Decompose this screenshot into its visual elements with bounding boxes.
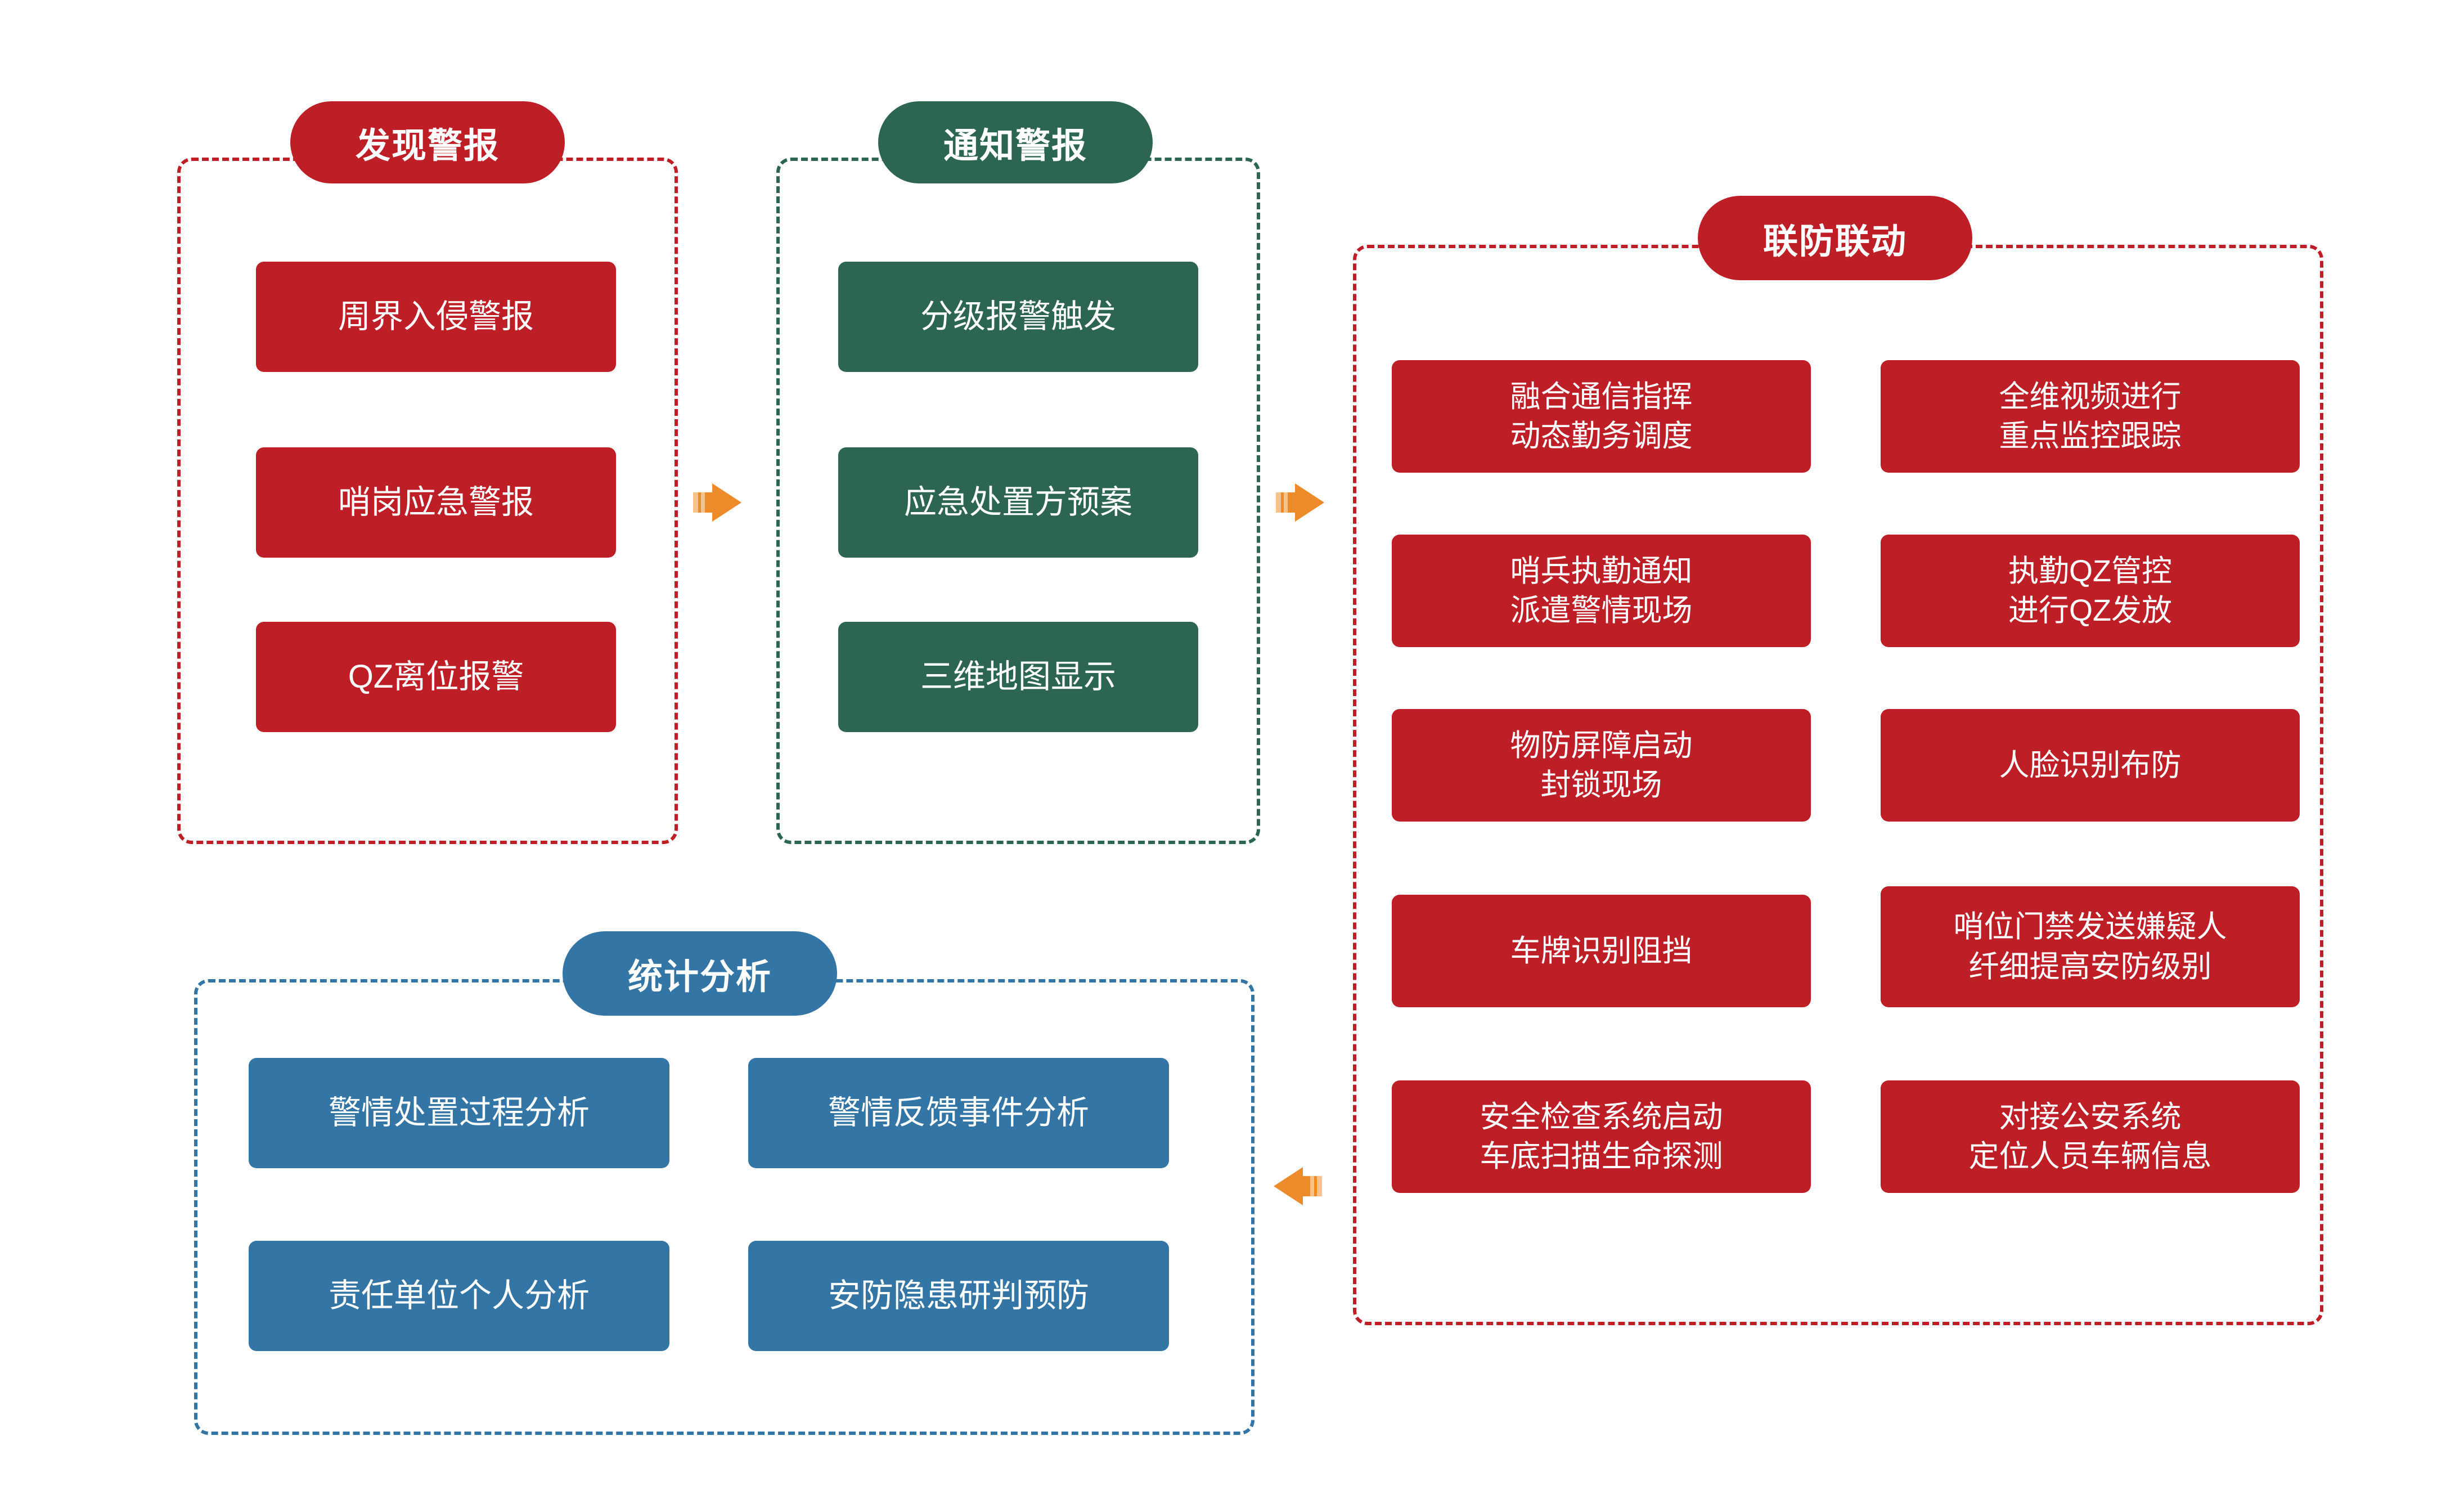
- item-box-security-hazard-prevention[interactable]: 安防隐患研判预防: [748, 1241, 1169, 1351]
- item-box-face-recognition-deployment[interactable]: 人脸识别布防: [1881, 709, 2300, 822]
- group-panel-statistical-analysis: [194, 979, 1255, 1435]
- item-box-3d-map-display[interactable]: 三维地图显示: [838, 622, 1198, 732]
- arrow-joint-to-statistics-icon: [1274, 1159, 1322, 1213]
- group-header-joint-defense: 联防联动: [1698, 196, 1972, 280]
- item-box-sentry-duty-notice[interactable]: 哨兵执勤通知 派遣警情现场: [1392, 535, 1811, 647]
- item-box-police-system-integration[interactable]: 对接公安系统 定位人员车辆信息: [1881, 1080, 2300, 1193]
- arrow-discover-to-notify-icon: [693, 475, 741, 530]
- item-box-physical-barrier-activation[interactable]: 物防屏障启动 封锁现场: [1392, 709, 1811, 822]
- item-box-sentry-emergency-alarm[interactable]: 哨岗应急警报: [256, 447, 616, 558]
- item-box-alarm-feedback-event-analysis[interactable]: 警情反馈事件分析: [748, 1058, 1169, 1168]
- group-header-notify-alarm: 通知警报: [878, 101, 1153, 183]
- item-box-full-dimension-video[interactable]: 全维视频进行 重点监控跟踪: [1881, 360, 2300, 473]
- item-box-perimeter-intrusion-alarm[interactable]: 周界入侵警报: [256, 262, 616, 372]
- item-box-responsible-unit-person-analysis[interactable]: 责任单位个人分析: [249, 1241, 669, 1351]
- item-box-alarm-handling-process-analysis[interactable]: 警情处置过程分析: [249, 1058, 669, 1168]
- item-box-duty-qz-control[interactable]: 执勤QZ管控 进行QZ发放: [1881, 535, 2300, 647]
- item-box-qz-offpost-alarm[interactable]: QZ离位报警: [256, 622, 616, 732]
- item-box-security-check-system[interactable]: 安全检查系统启动 车底扫描生命探测: [1392, 1080, 1811, 1193]
- item-box-fusion-comm-command[interactable]: 融合通信指挥 动态勤务调度: [1392, 360, 1811, 473]
- group-header-statistical-analysis: 统计分析: [563, 931, 837, 1016]
- item-box-post-access-suspect-push[interactable]: 哨位门禁发送嫌疑人 纤细提高安防级别: [1881, 886, 2300, 1007]
- item-box-plate-recognition-block[interactable]: 车牌识别阻挡: [1392, 895, 1811, 1007]
- item-box-graded-alarm-trigger[interactable]: 分级报警触发: [838, 262, 1198, 372]
- arrow-notify-to-joint-icon: [1276, 475, 1324, 530]
- group-header-discover-alarm: 发现警报: [290, 101, 565, 183]
- item-box-emergency-response-plan[interactable]: 应急处置方预案: [838, 447, 1198, 558]
